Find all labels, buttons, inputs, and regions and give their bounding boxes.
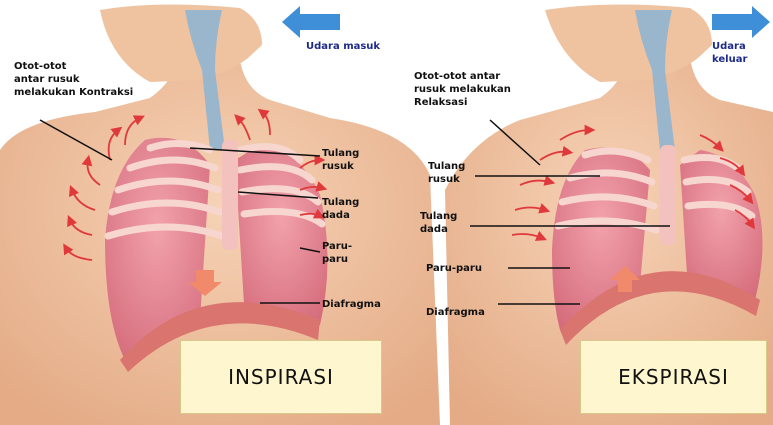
ribs-label-right: Tulang rusuk [428,160,465,186]
lungs-label-right: Paru-paru [426,262,482,275]
diaphragm-label-left: Diafragma [322,298,381,311]
intercostal-relaxation-label: Otot-otot antar rusuk melakukan Relaksas… [414,70,511,109]
sternum-label-right: Tulang dada [420,210,457,236]
sternum-right [660,145,676,245]
air-in-arrow [282,6,340,38]
expiration-caption-box: EKSPIRASI [580,340,767,414]
sternum-label-left: Tulang dada [322,196,359,222]
intercostal-contraction-label: Otot-otot antar rusuk melakukan Kontraks… [14,60,133,99]
air-out-arrow [712,6,770,38]
air-out-label: Udara keluar [712,40,747,66]
lungs-label-left: Paru- paru [322,240,352,266]
inspiration-caption-box: INSPIRASI [180,340,382,414]
diaphragm-label-right: Diafragma [426,306,485,319]
sternum-left [222,140,238,250]
inspiration-caption: INSPIRASI [228,365,334,389]
air-in-label: Udara masuk [306,40,380,53]
expiration-caption: EKSPIRASI [618,365,729,389]
ribs-label-left: Tulang rusuk [322,147,359,173]
